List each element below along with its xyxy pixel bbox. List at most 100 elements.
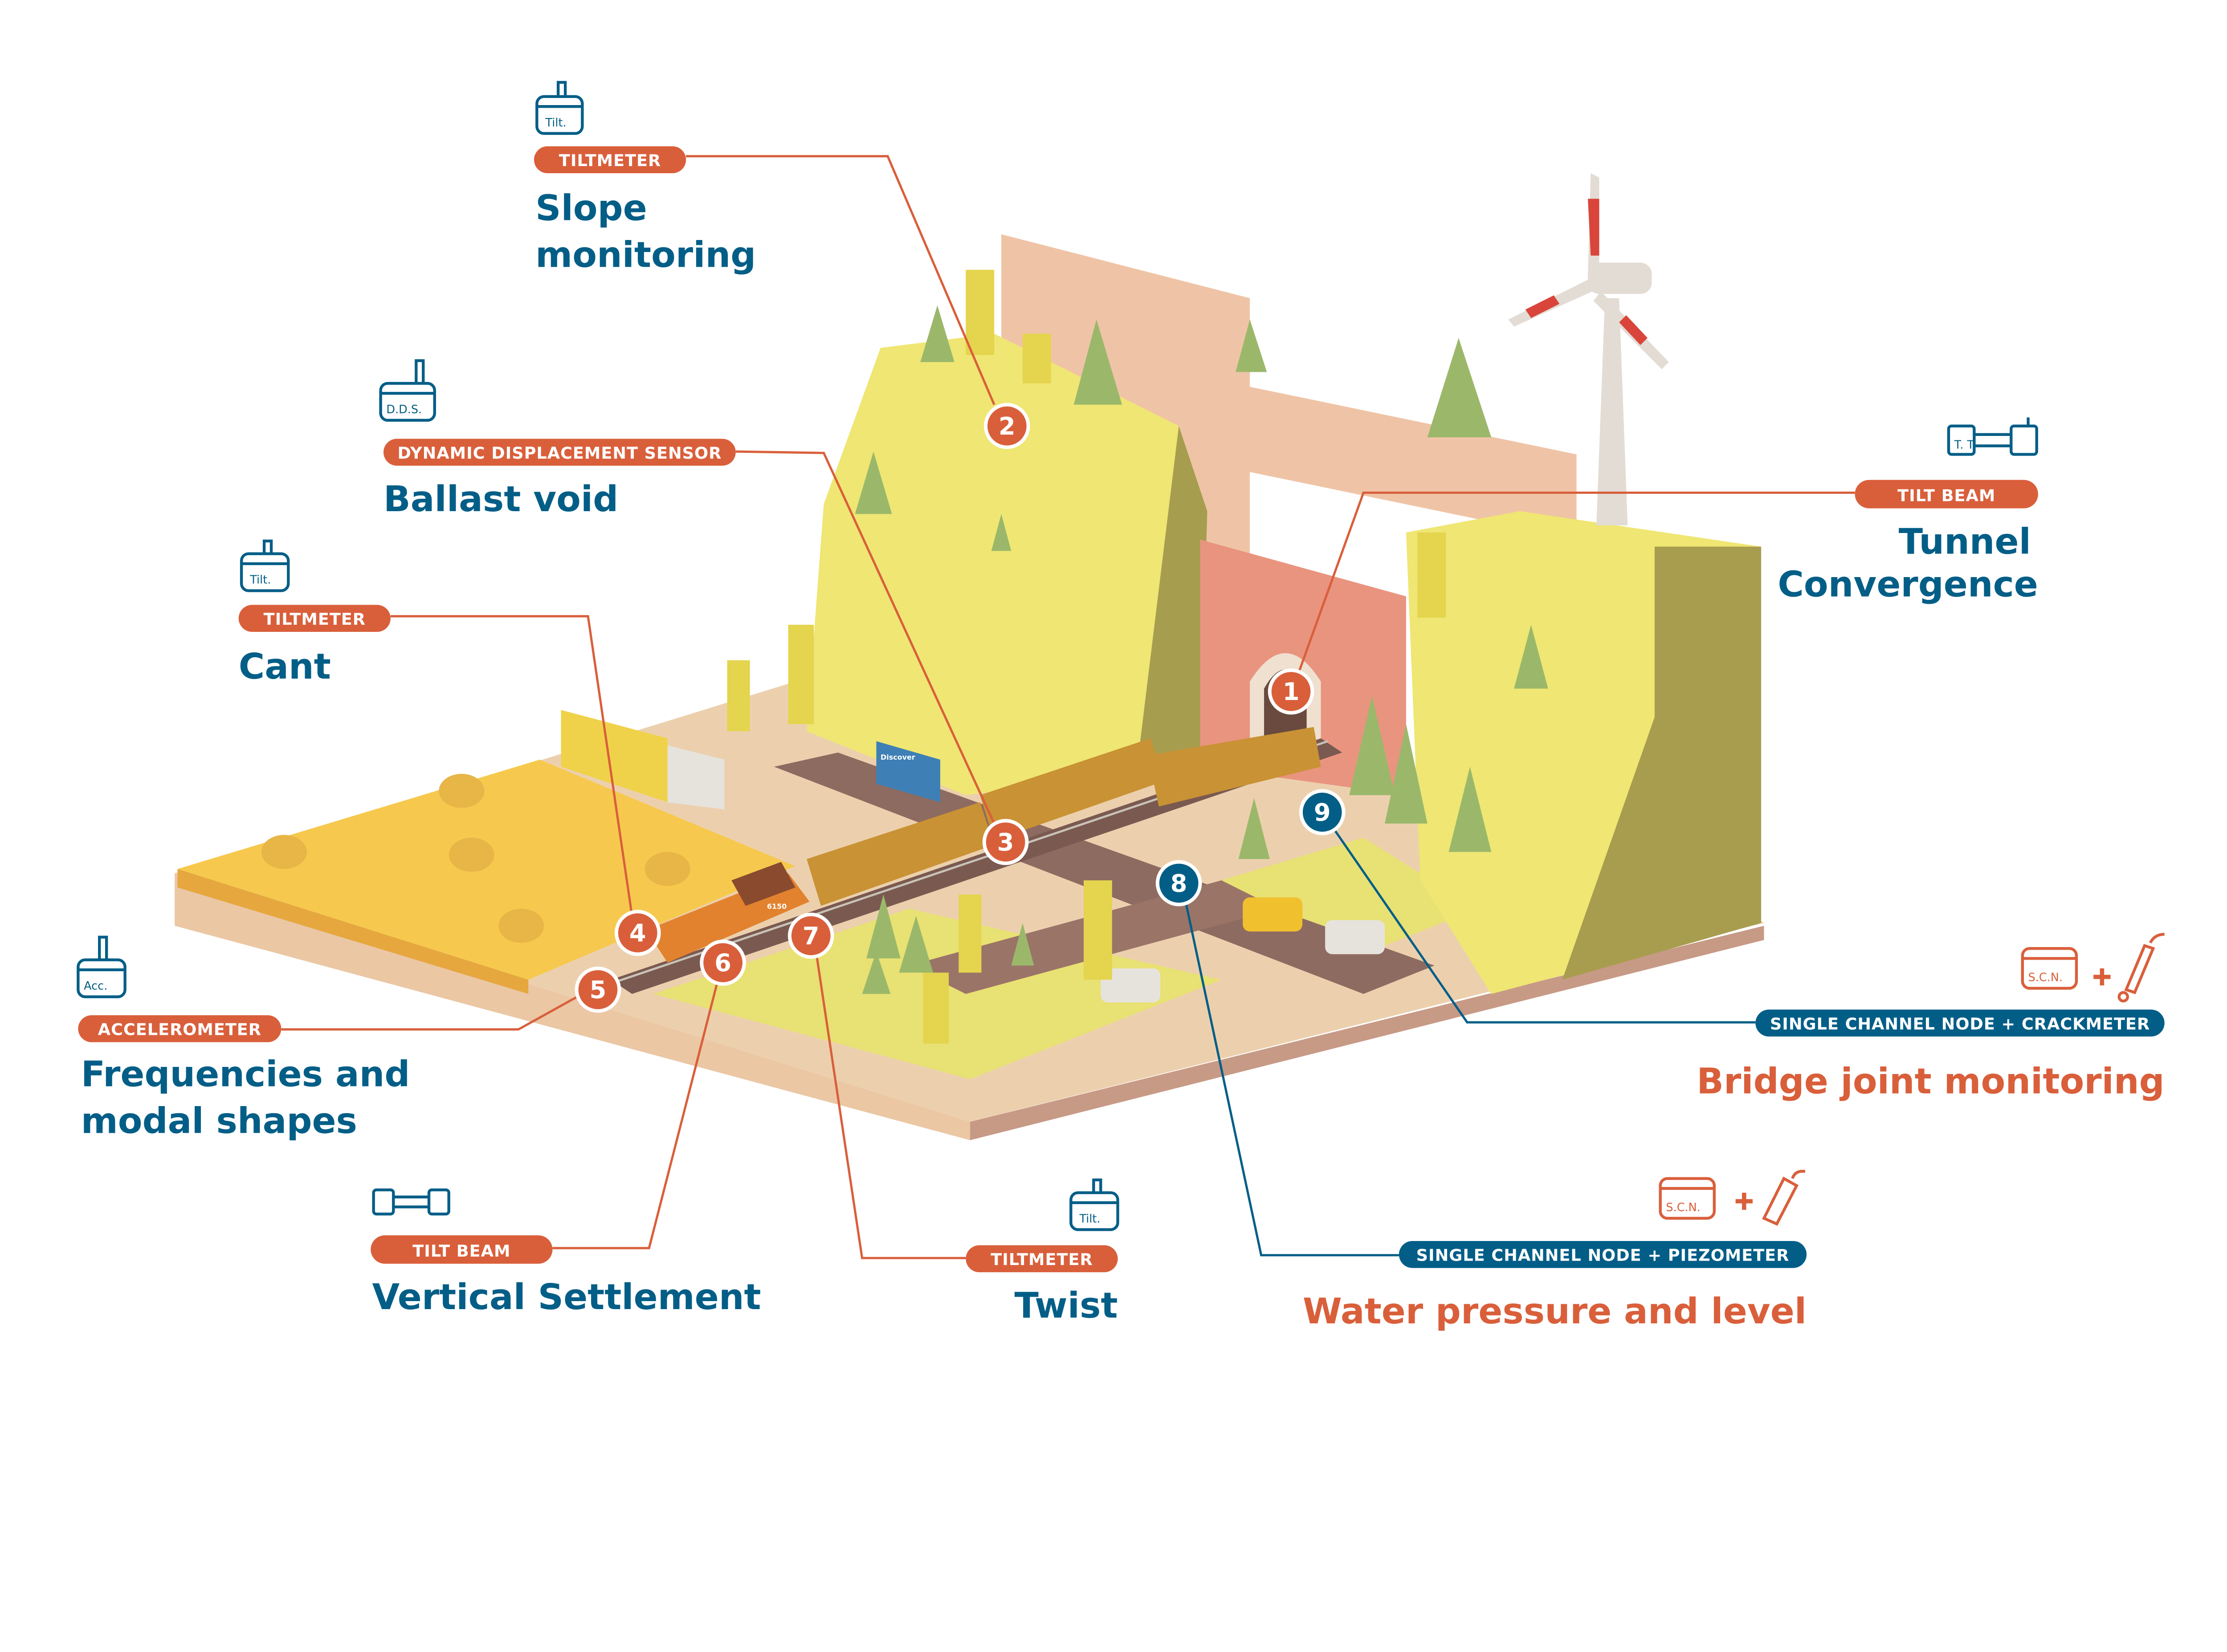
car	[1101, 968, 1161, 1003]
marker-6[interactable]: 6	[700, 940, 746, 986]
sensor-pill	[371, 1235, 553, 1264]
sensor-label: TILTMETER	[559, 151, 661, 170]
grass-area-right	[1221, 838, 1477, 966]
accelerometer-icon	[77, 936, 126, 998]
marker-8[interactable]: 8	[1155, 860, 1202, 907]
marker-9[interactable]: 9	[1299, 789, 1346, 835]
leader-line-5	[281, 993, 583, 1031]
icon-label: Tilt.	[1079, 1213, 1100, 1226]
callout-tunnel-convergence: T. T. TILT BEAM Tunnel Convergence	[1778, 417, 2038, 605]
locomotive-cab	[731, 862, 795, 906]
leader-line-3	[735, 450, 995, 824]
callout-title: Tunnel	[1899, 521, 2031, 562]
icon-label: T. T.	[1954, 439, 1976, 452]
billboard-text: Discover	[881, 753, 915, 761]
marker-1[interactable]: 1	[1268, 668, 1314, 715]
leader-line-2	[686, 155, 995, 405]
wind-turbine	[1508, 173, 1669, 525]
tilt-beam-icon	[1947, 417, 2038, 456]
sensor-label: ACCELEROMETER	[98, 1020, 261, 1039]
number-markers: 1 2 3 4 5 6 7 8 9	[575, 403, 1346, 1013]
left-cliff	[807, 334, 1179, 795]
tilt-beam-icon	[372, 1188, 450, 1216]
callout-title: Convergence	[1778, 563, 2038, 605]
icon-label: S.C.N.	[2028, 971, 2063, 984]
callout-ballast-void: D.D.S. DYNAMIC DISPLACEMENT SENSOR Balla…	[379, 359, 736, 520]
callout-cant: Tilt. TILTMETER Cant	[238, 539, 391, 687]
leader-line-9	[1334, 830, 1756, 1024]
tiltmeter-icon	[1069, 1178, 1119, 1231]
marker-number: 4	[629, 919, 646, 947]
callout-frequencies-modal-shapes: Acc. ACCELEROMETER Frequencies and modal…	[77, 936, 410, 1142]
locomotive-number: 6150	[767, 902, 787, 911]
icon-label: Tilt.	[545, 116, 566, 130]
callout-twist: Tilt. TILTMETER Twist	[966, 1178, 1119, 1326]
sensor-label: SINGLE CHANNEL NODE + PIEZOMETER	[1416, 1246, 1790, 1265]
marker-4[interactable]: 4	[614, 910, 661, 956]
car	[1243, 897, 1303, 932]
marker-5[interactable]: 5	[575, 966, 621, 1013]
sensor-label: SINGLE CHANNEL NODE + CRACKMETER	[1770, 1014, 2150, 1034]
wagon	[807, 802, 995, 906]
yellow-posts	[727, 269, 1446, 1044]
sensor-pill	[1755, 1009, 2165, 1037]
marker-number: 6	[714, 949, 731, 977]
single-channel-node-piezometer-icon	[1659, 1170, 1806, 1226]
wheat-field-side	[177, 869, 529, 994]
tiltmeter-icon	[535, 81, 584, 135]
marker-2[interactable]: 2	[984, 403, 1030, 449]
car	[1325, 920, 1385, 954]
sensor-label: TILT BEAM	[1897, 486, 1995, 505]
left-cliff-shade	[1136, 426, 1207, 774]
callout-water-pressure-level: S.C.N. SINGLE CHANNEL NODE + PIEZOMETER …	[1303, 1170, 1807, 1332]
callout-title: Bridge joint monitoring	[1697, 1060, 2164, 1102]
marker-3[interactable]: 3	[982, 819, 1029, 865]
leader-line-4	[390, 615, 633, 916]
truck	[561, 710, 725, 810]
sensor-label: TILTMETER	[264, 610, 366, 629]
callout-title: Frequencies and	[81, 1053, 410, 1095]
marker-number: 7	[803, 922, 820, 950]
leader-line-8	[1185, 903, 1399, 1257]
callout-title: monitoring	[535, 234, 756, 275]
leader-line-1	[1298, 491, 1855, 671]
leader-line-6	[552, 982, 718, 1249]
leader-line-7	[816, 955, 966, 1259]
icon-label: S.C.N.	[1666, 1201, 1700, 1214]
wagon	[980, 738, 1165, 841]
marker-7[interactable]: 7	[787, 912, 834, 959]
callout-slope-monitoring: Tilt. TILTMETER Slope monitoring	[534, 81, 756, 275]
sensor-pill	[238, 605, 391, 632]
right-cliff-shade	[1562, 546, 1762, 980]
hay-bales	[261, 773, 690, 943]
tiltmeter-icon	[240, 539, 290, 592]
back-cliff-wall-right	[1164, 369, 1577, 540]
marker-number: 2	[999, 412, 1016, 440]
railway-monitoring-infographic: 6150 Discover	[77, 81, 2165, 1332]
single-channel-node-crackmeter-icon	[2021, 933, 2165, 1003]
callout-title: Twist	[1014, 1285, 1118, 1326]
wagon	[1147, 727, 1321, 807]
sensor-pill	[1399, 1241, 1807, 1268]
platform-right-side	[970, 926, 1764, 1140]
icon-label: Tilt.	[249, 574, 271, 587]
marker-number: 9	[1314, 798, 1331, 826]
callout-title: Vertical Settlement	[372, 1276, 761, 1318]
road	[774, 753, 1435, 994]
sensor-pill	[383, 439, 736, 466]
sensor-label: DYNAMIC DISPLACEMENT SENSOR	[397, 444, 722, 463]
icon-label: D.D.S.	[386, 403, 422, 416]
isometric-scene: 6150 Discover	[175, 173, 1764, 1140]
marker-number: 5	[590, 976, 607, 1004]
sensor-pill	[78, 1015, 281, 1042]
marker-number: 1	[1283, 678, 1300, 706]
icon-label: Acc.	[84, 980, 107, 993]
callout-title: Cant	[239, 646, 331, 687]
callout-title: Water pressure and level	[1303, 1290, 1807, 1332]
callout-title: modal shapes	[81, 1100, 357, 1142]
dynamic-displacement-sensor-icon	[379, 359, 436, 422]
trees	[855, 305, 1548, 994]
sensor-label: TILT BEAM	[412, 1241, 510, 1261]
marker-number: 3	[997, 828, 1014, 856]
billboard	[876, 741, 940, 802]
